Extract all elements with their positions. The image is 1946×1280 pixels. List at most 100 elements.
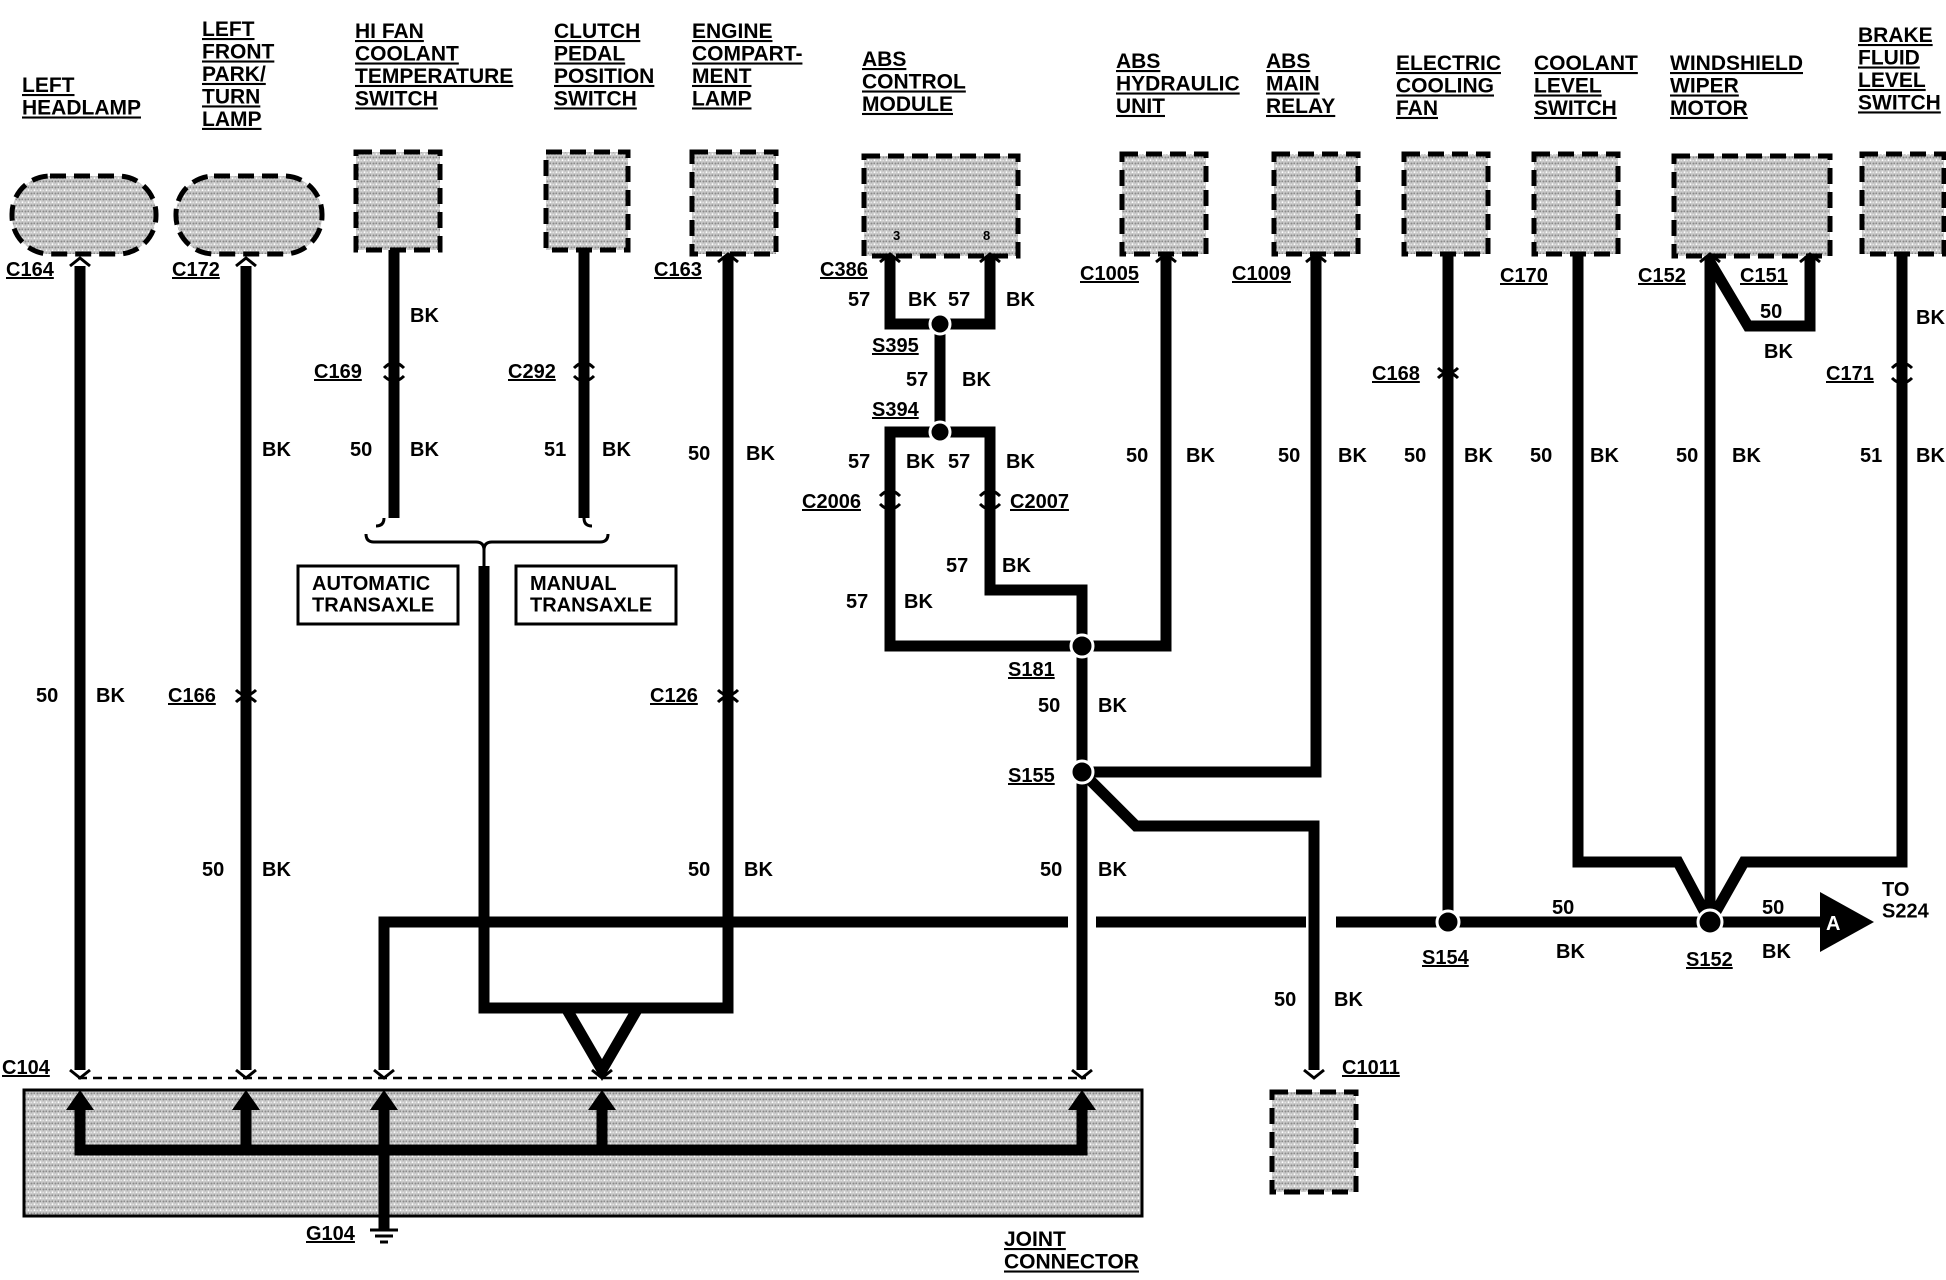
svg-text:BK: BK bbox=[410, 439, 439, 461]
svg-text:BK: BK bbox=[96, 685, 125, 707]
svg-text:50: 50 bbox=[1278, 445, 1300, 467]
svg-text:BK: BK bbox=[962, 369, 991, 391]
svg-text:50: 50 bbox=[688, 443, 710, 465]
wiper-motor-body bbox=[1671, 153, 1833, 259]
svg-text:50: 50 bbox=[1404, 445, 1426, 467]
svg-text:BK: BK bbox=[1764, 341, 1793, 363]
splice-label-s155: S155 bbox=[1008, 765, 1055, 787]
connector-c171: C171 bbox=[1826, 363, 1874, 385]
svg-text:BK: BK bbox=[1464, 445, 1493, 467]
abs-module-pin-3: 3 bbox=[893, 228, 900, 243]
connector-c292: C292 bbox=[508, 361, 556, 383]
inline-connector-symbols bbox=[234, 361, 1914, 704]
offpage-arrow bbox=[1820, 892, 1874, 952]
splice-label-s154: S154 bbox=[1422, 947, 1470, 969]
svg-text:50: 50 bbox=[1038, 695, 1060, 717]
connector-c126: C126 bbox=[650, 685, 698, 707]
svg-text:57: 57 bbox=[846, 591, 868, 613]
engine-lamp-body bbox=[689, 149, 779, 257]
svg-text:BK: BK bbox=[1006, 451, 1035, 473]
svg-text:BK: BK bbox=[1916, 307, 1945, 329]
connector-c166: C166 bbox=[168, 685, 216, 707]
component-connector-caps bbox=[69, 252, 1821, 268]
abs-control-module-body bbox=[861, 153, 1021, 259]
transaxle-bracket bbox=[364, 517, 610, 566]
svg-text:BK: BK bbox=[906, 451, 935, 473]
svg-text:BK: BK bbox=[746, 443, 775, 465]
connector-c1009: C1009 bbox=[1232, 263, 1291, 285]
splice-s152 bbox=[1696, 908, 1724, 936]
svg-text:50: 50 bbox=[1274, 989, 1296, 1011]
svg-text:BK: BK bbox=[908, 289, 937, 311]
svg-text:BK: BK bbox=[1002, 555, 1031, 577]
svg-text:BK: BK bbox=[1006, 289, 1035, 311]
ac-cutoff-switch-body bbox=[1269, 1089, 1359, 1195]
joint-connector-bus bbox=[66, 1090, 1096, 1230]
svg-text:BK: BK bbox=[1762, 941, 1791, 963]
connector-c2006: C2006 bbox=[802, 491, 861, 513]
connector-c151: C151 bbox=[1740, 265, 1788, 287]
abs-module-pin-8: 8 bbox=[983, 228, 990, 243]
connector-c163: C163 bbox=[654, 259, 702, 281]
svg-text:57: 57 bbox=[948, 451, 970, 473]
svg-text:BK: BK bbox=[1098, 859, 1127, 881]
splice-s181 bbox=[1069, 633, 1095, 659]
connector-c172: C172 bbox=[172, 259, 220, 281]
svg-text:BK: BK bbox=[602, 439, 631, 461]
splice-label-s394: S394 bbox=[872, 399, 920, 421]
svg-text:BK: BK bbox=[262, 859, 291, 881]
svg-text:50: 50 bbox=[1040, 859, 1062, 881]
svg-text:57: 57 bbox=[946, 555, 968, 577]
connector-c1011: C1011 bbox=[1342, 1057, 1400, 1079]
splice-label-s181: S181 bbox=[1008, 659, 1055, 681]
svg-text:51: 51 bbox=[544, 439, 566, 461]
automatic-transaxle-box bbox=[296, 564, 460, 626]
svg-text:50: 50 bbox=[1530, 445, 1552, 467]
left-headlamp-body bbox=[9, 173, 159, 257]
brake-fluid-switch-body bbox=[1859, 151, 1946, 257]
svg-text:50: 50 bbox=[1760, 301, 1782, 323]
splice-s154 bbox=[1435, 909, 1461, 935]
svg-text:BK: BK bbox=[1556, 941, 1585, 963]
connector-c104: C104 bbox=[2, 1057, 51, 1079]
c104-caps bbox=[69, 1068, 1325, 1080]
svg-text:50: 50 bbox=[202, 859, 224, 881]
connector-c169: C169 bbox=[314, 361, 362, 383]
splice-label-s395: S395 bbox=[872, 335, 919, 357]
splice-s395 bbox=[928, 312, 952, 336]
svg-text:57: 57 bbox=[848, 289, 870, 311]
connector-c152: C152 bbox=[1638, 265, 1686, 287]
svg-text:50: 50 bbox=[1126, 445, 1148, 467]
connector-c170: C170 bbox=[1500, 265, 1548, 287]
connector-c168: C168 bbox=[1372, 363, 1420, 385]
svg-text:51: 51 bbox=[1860, 445, 1882, 467]
abs-main-relay-body bbox=[1271, 151, 1361, 257]
coolant-level-switch-body bbox=[1531, 151, 1621, 257]
svg-text:50: 50 bbox=[350, 439, 372, 461]
svg-text:BK: BK bbox=[1338, 445, 1367, 467]
svg-text:BK: BK bbox=[262, 439, 291, 461]
manual-transaxle-box bbox=[514, 564, 678, 626]
svg-text:BK: BK bbox=[744, 859, 773, 881]
ground-symbol bbox=[370, 1228, 398, 1244]
svg-text:BK: BK bbox=[904, 591, 933, 613]
svg-text:50: 50 bbox=[688, 859, 710, 881]
splice-s394 bbox=[928, 420, 952, 444]
svg-text:50: 50 bbox=[1552, 897, 1574, 919]
svg-text:BK: BK bbox=[1186, 445, 1215, 467]
offpage-ref: A bbox=[1826, 913, 1840, 935]
ground-g104: G104 bbox=[306, 1223, 356, 1245]
hi-fan-switch-body bbox=[353, 149, 443, 253]
